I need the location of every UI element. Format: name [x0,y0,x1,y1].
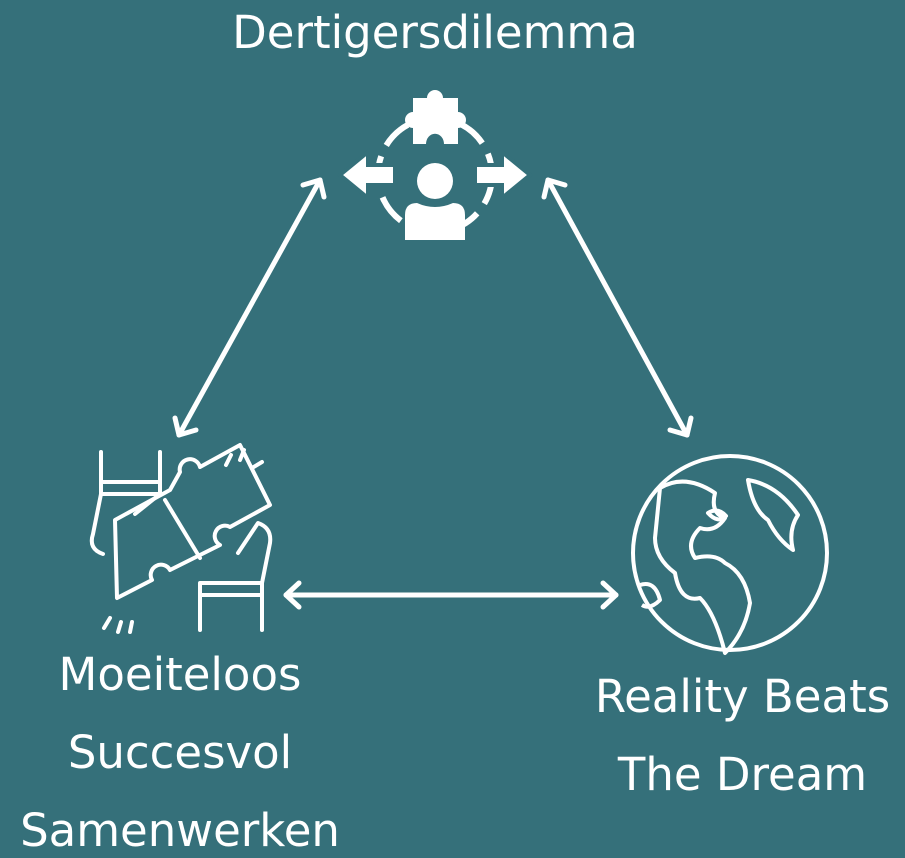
arrow-top-right [541,177,694,438]
node-label-left-line-1: Moeiteloos [58,648,302,701]
person-puzzle-arrows-icon [336,90,534,240]
hands-puzzle-icon [89,443,273,634]
globe-icon [631,454,829,655]
arrow-horizontal [283,580,619,610]
arrow-top-left [172,177,327,438]
node-label-left-line-2: Succesvol [67,726,293,779]
node-label-right-line-1: Reality Beats [594,670,891,723]
node-label-right-line-2: The Dream [617,748,868,801]
node-label-top: Dertigersdilemma [232,6,638,59]
node-label-left-line-3: Samenwerken [20,804,340,857]
